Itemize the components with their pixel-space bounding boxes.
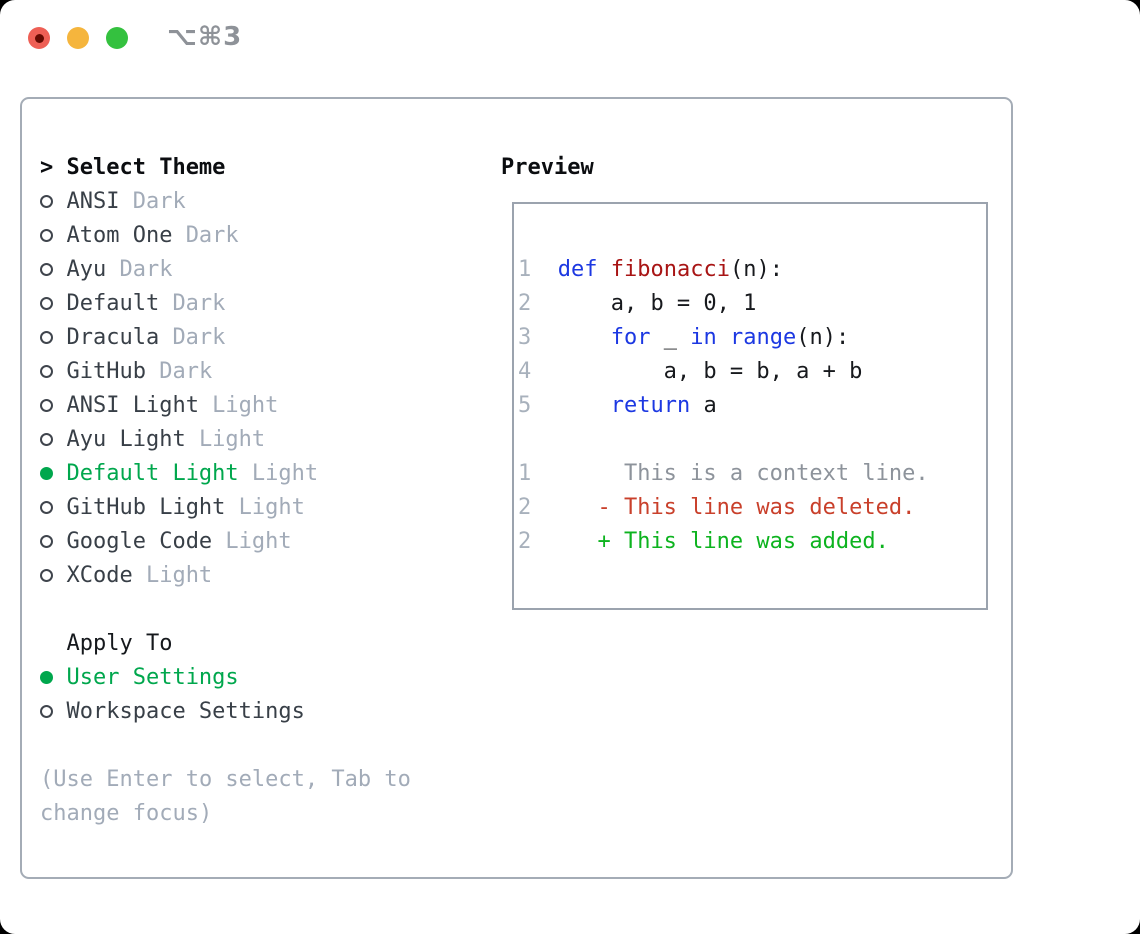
theme-option-label: Ayu <box>66 256 107 282</box>
preview-code-line: 5 return a <box>518 389 986 423</box>
help-text-line: change focus) <box>40 796 411 830</box>
apply-option-user-settings[interactable]: User Settings <box>40 660 411 694</box>
theme-option-default-light[interactable]: Default Light Light <box>40 456 411 490</box>
theme-variant-tag: Dark <box>185 222 239 248</box>
close-button[interactable] <box>28 27 50 49</box>
theme-option-label: Google Code <box>66 528 213 554</box>
theme-option-label: Default Light <box>66 460 239 486</box>
theme-variant-tag: Dark <box>119 256 173 282</box>
spacer-row <box>40 728 411 762</box>
theme-variant-tag: Dark <box>172 290 226 316</box>
radio-icon <box>40 432 66 446</box>
apply-to-header: Apply To <box>66 630 173 656</box>
help-text-line: (Use Enter to select, Tab to <box>40 762 411 796</box>
theme-variant-tag: Light <box>225 528 292 554</box>
theme-option-github-light[interactable]: GitHub Light Light <box>40 490 411 524</box>
titlebar: ⌥⌘3 <box>0 0 1140 97</box>
diff-deleted-line: 2 - This line was deleted. <box>518 491 986 525</box>
theme-option-label: Dracula <box>66 324 160 350</box>
theme-option-label: ANSI <box>66 188 120 214</box>
theme-option-label: GitHub Light <box>66 494 226 520</box>
theme-list-header: Select Theme <box>66 154 226 180</box>
theme-variant-tag: Light <box>238 494 305 520</box>
zoom-button[interactable] <box>106 27 128 49</box>
radio-icon <box>40 704 66 718</box>
line-number: 2 <box>518 529 532 554</box>
help-text: (Use Enter to select, Tab to <box>40 766 411 792</box>
radio-icon <box>40 194 66 208</box>
preview-code-line: 1 def fibonacci(n): <box>518 253 986 287</box>
apply-option-workspace-settings[interactable]: Workspace Settings <box>40 694 411 728</box>
theme-list-header-row: > Select Theme <box>40 150 411 184</box>
theme-option-label: Ayu Light <box>66 426 186 452</box>
radio-icon <box>40 330 66 344</box>
radio-icon <box>40 364 66 378</box>
selection-cursor-icon: > <box>40 154 54 180</box>
radio-icon <box>40 534 66 548</box>
line-number: 2 <box>518 291 532 316</box>
radio-icon <box>40 262 66 276</box>
unsaved-dot-icon <box>34 33 44 43</box>
theme-option-label: XCode <box>66 562 133 588</box>
line-number: 1 <box>518 257 532 282</box>
radio-selected-icon <box>40 670 66 684</box>
preview-blank-line <box>518 423 986 457</box>
apply-option-label: Workspace Settings <box>66 698 305 724</box>
line-number: 4 <box>518 359 532 384</box>
radio-icon <box>40 398 66 412</box>
theme-option-ayu-light[interactable]: Ayu Light Light <box>40 422 411 456</box>
theme-variant-tag: Dark <box>172 324 226 350</box>
radio-icon <box>40 568 66 582</box>
theme-option-atom-one[interactable]: Atom One Dark <box>40 218 411 252</box>
preview-code-line: 2 a, b = 0, 1 <box>518 287 986 321</box>
apply-to-header-row: Apply To <box>40 626 411 660</box>
theme-option-label: GitHub <box>66 358 146 384</box>
theme-variant-tag: Light <box>198 426 266 452</box>
preview-header: Preview <box>501 154 594 180</box>
theme-variant-tag: Light <box>251 460 319 486</box>
line-number: 3 <box>518 325 532 350</box>
theme-option-ansi-light[interactable]: ANSI Light Light <box>40 388 411 422</box>
help-text: change focus) <box>40 800 213 826</box>
theme-option-dracula[interactable]: Dracula Dark <box>40 320 411 354</box>
preview-code-line: 4 a, b = b, a + b <box>518 355 986 389</box>
radio-icon <box>40 296 66 310</box>
line-number: 2 <box>518 495 532 520</box>
theme-variant-tag: Light <box>212 392 279 418</box>
theme-option-ayu[interactable]: Ayu Dark <box>40 252 411 286</box>
apply-option-label: User Settings <box>66 664 239 690</box>
radio-icon <box>40 228 66 242</box>
theme-variant-tag: Dark <box>159 358 213 384</box>
window-title-shortcut: ⌥⌘3 <box>167 22 243 52</box>
line-number: 5 <box>518 393 532 418</box>
theme-option-label: Default <box>66 290 160 316</box>
theme-variant-tag: Dark <box>132 188 186 214</box>
line-number: 1 <box>518 461 532 486</box>
spacer-row <box>40 592 411 626</box>
theme-option-google-code[interactable]: Google Code Light <box>40 524 411 558</box>
diff-context-line: 1 This is a context line. <box>518 457 986 491</box>
diff-added-line: 2 + This line was added. <box>518 525 986 559</box>
theme-variant-tag: Light <box>145 562 213 588</box>
minimize-button[interactable] <box>67 27 89 49</box>
radio-selected-icon <box>40 466 66 480</box>
theme-option-ansi[interactable]: ANSI Dark <box>40 184 411 218</box>
theme-option-label: ANSI Light <box>66 392 199 418</box>
theme-option-github[interactable]: GitHub Dark <box>40 354 411 388</box>
theme-option-xcode[interactable]: XCode Light <box>40 558 411 592</box>
radio-icon <box>40 500 66 514</box>
preview-code-line: 3 for _ in range(n): <box>518 321 986 355</box>
theme-option-label: Atom One <box>66 222 173 248</box>
theme-option-default[interactable]: Default Dark <box>40 286 411 320</box>
